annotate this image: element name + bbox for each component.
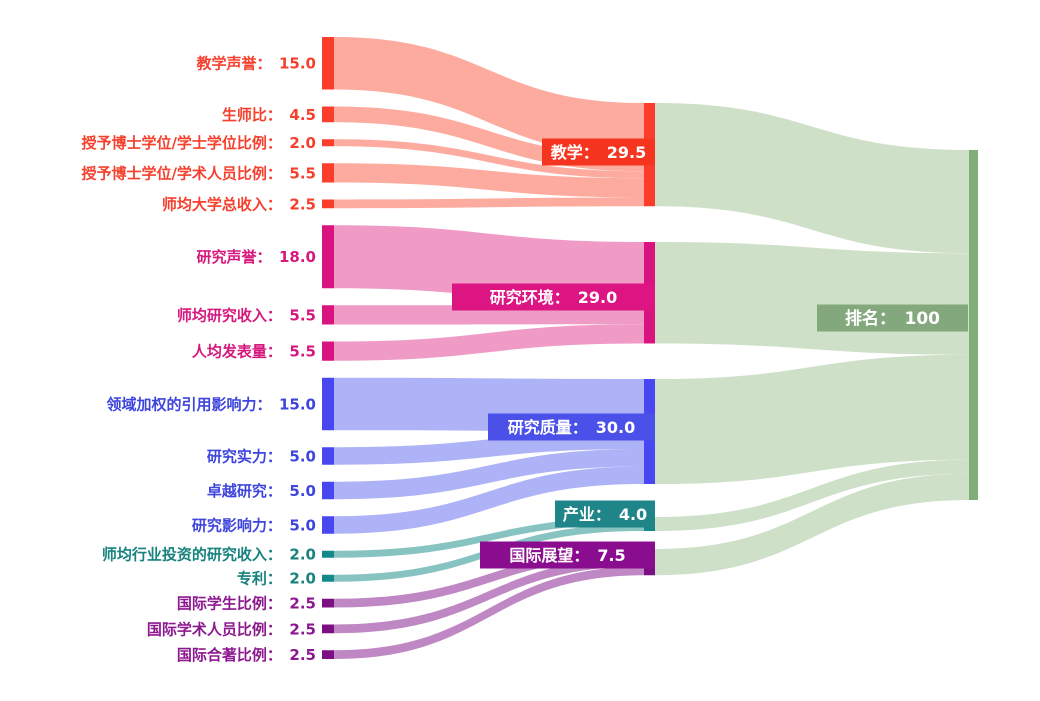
category-label: 国际展望： 7.5 xyxy=(509,546,625,565)
sankey-node xyxy=(322,341,334,361)
sankey-node xyxy=(322,447,334,465)
source-label: 研究影响力： 5.0 xyxy=(192,516,316,534)
source-label: 领域加权的引用影响力： 15.0 xyxy=(105,395,316,413)
sankey-link xyxy=(655,459,969,531)
source-label: 师均大学总收入： 2.5 xyxy=(162,195,316,213)
sankey-node xyxy=(322,305,334,325)
sankey-link xyxy=(334,566,644,659)
category-label-box xyxy=(480,541,655,569)
source-label: 研究声誉： 18.0 xyxy=(196,248,316,266)
sankey-link xyxy=(334,324,644,361)
sankey-node xyxy=(322,481,334,500)
target-label-box xyxy=(817,304,968,332)
sankey-link xyxy=(334,163,644,198)
category-label-box xyxy=(452,283,655,311)
sankey-node xyxy=(322,574,334,582)
sankey-node xyxy=(322,37,334,90)
source-label: 国际合著比例： 2.5 xyxy=(177,646,316,664)
source-label: 卓越研究： 5.0 xyxy=(207,482,316,500)
sankey-node xyxy=(322,516,334,534)
target-label: 排名： 100 xyxy=(845,308,940,329)
category-label: 研究环境： 29.0 xyxy=(490,288,617,307)
sankey-link xyxy=(655,473,969,576)
source-label: 国际学生比例： 2.5 xyxy=(177,595,316,613)
source-label: 研究实力： 5.0 xyxy=(207,447,316,465)
sankey-labels-layer: 教学声誉： 15.0 生师比： 4.5 授予博士学位/学士学位比例： 2.0 授予博士… xyxy=(81,55,968,664)
sankey-node xyxy=(322,598,334,608)
category-label-box xyxy=(488,413,655,441)
sankey-link xyxy=(334,139,644,179)
source-label: 人均发表量： 5.5 xyxy=(192,343,316,361)
sankey-link xyxy=(334,449,644,500)
category-label-box xyxy=(542,138,655,166)
category-label: 产业： 4.0 xyxy=(563,505,647,524)
source-label: 授予博士学位/学士学位比例： 2.0 xyxy=(81,134,316,152)
sankey-node xyxy=(322,650,334,659)
category-label: 研究质量： 30.0 xyxy=(508,418,635,437)
sankey-link xyxy=(334,37,644,156)
sankey-node xyxy=(322,163,334,183)
sankey-node xyxy=(322,550,334,558)
sankey-link xyxy=(655,242,969,355)
sankey-node xyxy=(969,150,978,500)
source-label: 生师比： 4.5 xyxy=(222,106,316,124)
sankey-node xyxy=(322,199,334,209)
category-label: 教学： 29.5 xyxy=(551,143,646,162)
sankey-node xyxy=(322,225,334,289)
sankey-node xyxy=(322,106,334,123)
sankey-node xyxy=(322,624,334,634)
sankey-link xyxy=(334,557,644,634)
source-label: 专利： 2.0 xyxy=(237,570,316,588)
source-label: 师均研究收入： 5.5 xyxy=(177,306,316,324)
sankey-link xyxy=(655,103,969,254)
source-label: 授予博士学位/学术人员比例： 5.5 xyxy=(81,164,316,182)
source-label: 国际学术人员比例： 2.5 xyxy=(147,620,316,638)
sankey-link xyxy=(655,354,969,484)
source-label: 教学声誉： 15.0 xyxy=(195,55,316,73)
category-label-box xyxy=(555,500,655,528)
sankey-link xyxy=(334,549,644,608)
sankey-node xyxy=(322,139,334,147)
sankey-node xyxy=(322,377,334,431)
source-label: 师均行业投资的研究收入： 2.0 xyxy=(102,546,316,564)
sankey-link xyxy=(334,197,644,209)
sankey-link xyxy=(334,466,644,534)
